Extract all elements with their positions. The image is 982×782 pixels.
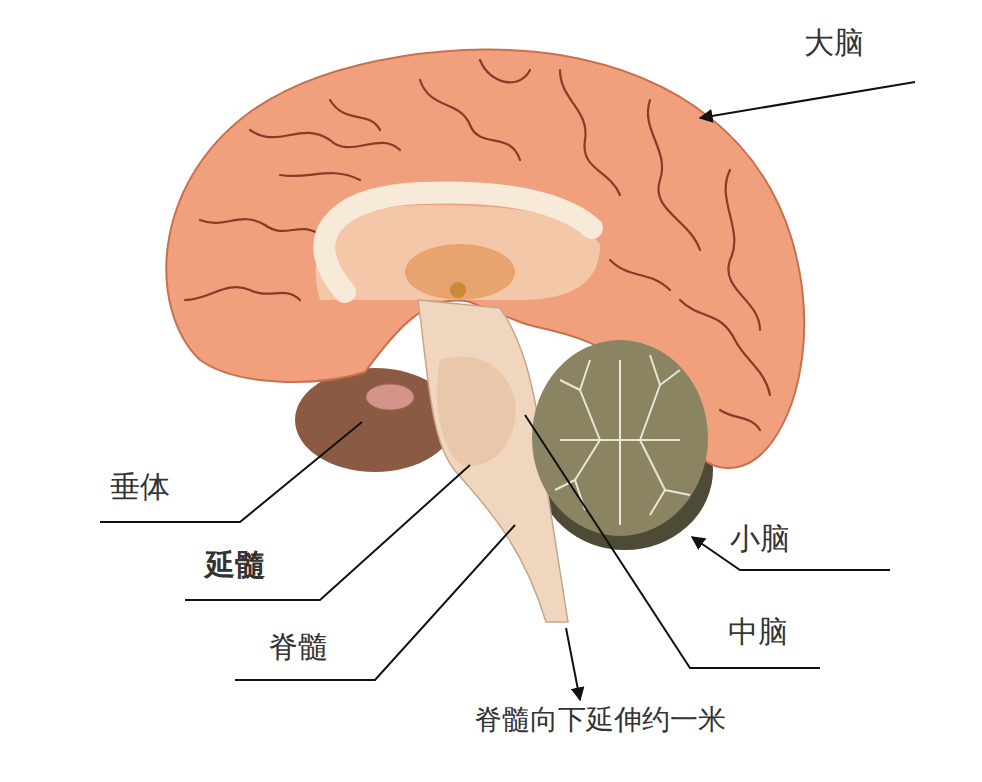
region-label: 脊髓 (268, 630, 328, 663)
region-label: 垂体 (110, 470, 170, 503)
region-label: 延髓 (205, 548, 265, 581)
region-label: 中脑 (728, 615, 788, 648)
region-label: 小脑 (730, 522, 790, 555)
note-text: 脊髓向下延伸约一米 (474, 705, 726, 736)
region-label: 大脑 (804, 26, 864, 59)
